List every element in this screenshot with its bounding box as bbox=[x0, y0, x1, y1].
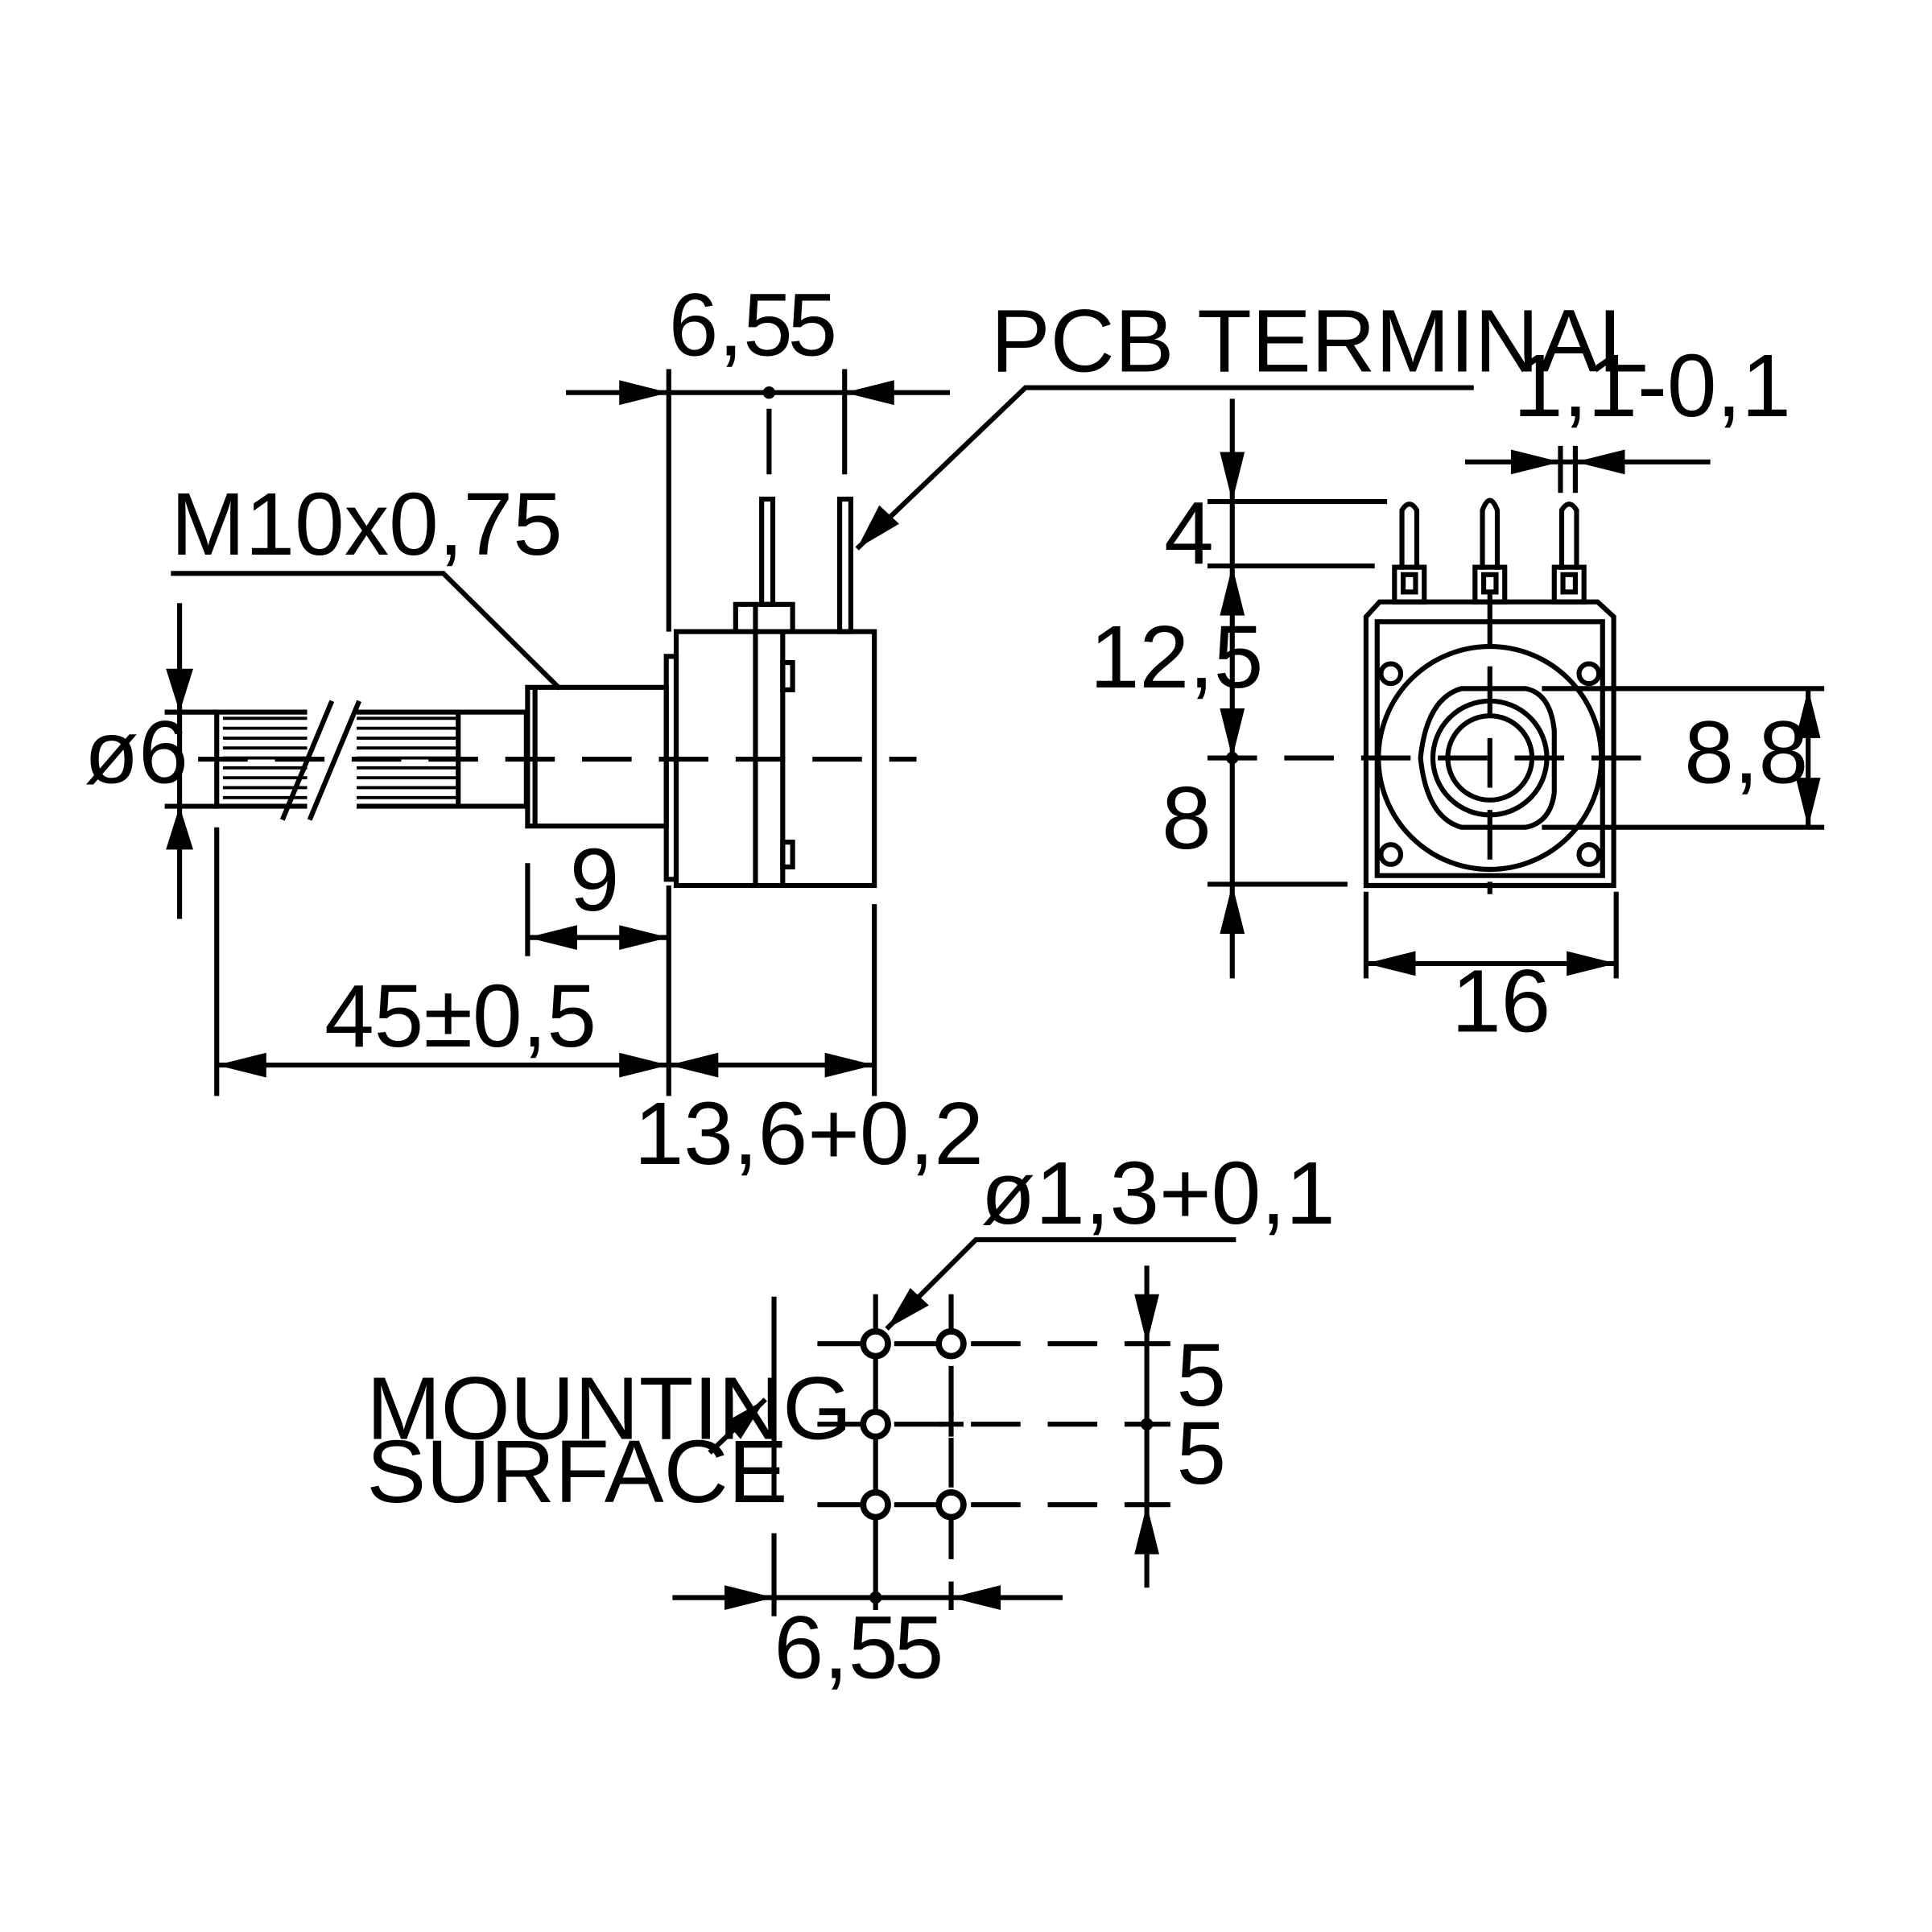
body-width-dimension: 16 bbox=[1363, 891, 1619, 1051]
pot-body bbox=[663, 496, 877, 889]
hole-pitch-h-b-value: 5 bbox=[894, 1599, 944, 1698]
body-depth-value: 13,6+0,2 bbox=[634, 1084, 984, 1183]
knurled-shaft bbox=[214, 693, 529, 828]
hole-pitch-h-a-value: 6,5 bbox=[774, 1599, 898, 1698]
pcb-terminal-label: PCB TERMINAL bbox=[991, 292, 1648, 391]
length-dimensions: 45±0,5 13,6+0,2 bbox=[214, 827, 984, 1183]
front-height-dimensions: 4 12,5 8 bbox=[1090, 398, 1388, 979]
thread-leader bbox=[171, 571, 562, 691]
shaft-diameter-dimension: ø6 bbox=[85, 603, 217, 919]
terminal-width-value: 1,1-0,1 bbox=[1513, 336, 1791, 436]
pcb-terminal-arrow bbox=[857, 505, 899, 549]
thread-label: M10x0,75 bbox=[171, 475, 562, 574]
shaft-length-value: 45±0,5 bbox=[324, 967, 597, 1066]
pcb-layout: MOUNTING SURFACE ø1,3+0,1 5 5 bbox=[366, 1144, 1335, 1698]
hole-diameter-leader bbox=[885, 1236, 1236, 1331]
nut-size-value: 8,8 bbox=[1684, 703, 1808, 802]
terminal-spacing-b: 5 bbox=[787, 276, 837, 375]
bushing-length-dimension: 9 bbox=[525, 831, 671, 1096]
hole-diameter-value: ø1,3+0,1 bbox=[980, 1144, 1335, 1243]
hole-pitch-vertical: 5 5 bbox=[1134, 1265, 1227, 1588]
hole-pitch-v2-value: 5 bbox=[1177, 1404, 1227, 1503]
terminal-spacing-dimension: 6,5 5 bbox=[566, 276, 950, 632]
terminal-spacing-a: 6,5 bbox=[669, 276, 793, 375]
hole-pitch-horizontal: 6,5 5 bbox=[672, 1585, 1063, 1698]
front-terminals bbox=[1392, 497, 1587, 605]
front-view: 1,1-0,1 4 12,5 8 8,8 bbox=[1090, 336, 1825, 1051]
hole-pitch-v1-value: 5 bbox=[1177, 1326, 1227, 1425]
mounting-surface-label-1: MOUNTING bbox=[366, 1360, 852, 1459]
top-to-center-value: 12,5 bbox=[1090, 608, 1264, 707]
bushing-length-value: 9 bbox=[570, 831, 620, 930]
center-to-bottom-value: 8 bbox=[1162, 769, 1212, 868]
terminal-height-value: 4 bbox=[1164, 484, 1214, 583]
pcb-terminal-leader bbox=[855, 385, 1474, 551]
terminal-width-dimension: 1,1-0,1 bbox=[1465, 336, 1791, 493]
side-view: M10x0,75 PCB TERMINAL ø6 6,5 5 bbox=[85, 276, 1649, 1184]
body-width-value: 16 bbox=[1451, 952, 1550, 1051]
shaft-diameter-value: ø6 bbox=[85, 703, 188, 802]
mounting-surface-label-2: SURFACE bbox=[366, 1422, 787, 1521]
nut-size-dimension: 8,8 bbox=[1542, 686, 1825, 830]
pcb-holes bbox=[860, 1328, 967, 1521]
